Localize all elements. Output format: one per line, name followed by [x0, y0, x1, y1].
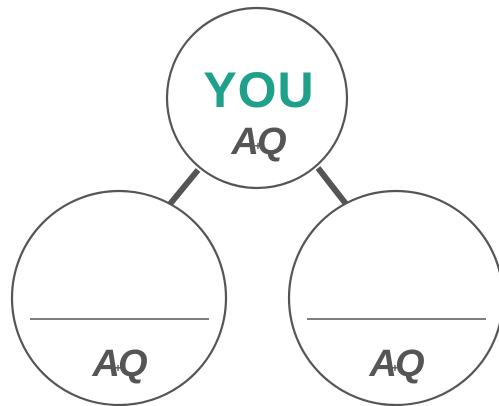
- aq-logo-text: AQ: [92, 343, 147, 385]
- right-node-circle: [287, 189, 499, 406]
- left-node-circle: [10, 189, 228, 406]
- top-node: YOU AQ +: [165, 6, 349, 190]
- connector-right: [315, 166, 349, 206]
- aq-logo-plus-icon: +: [114, 361, 121, 375]
- aq-logo-plus-icon: +: [391, 361, 398, 375]
- aq-logo-text: AQ: [231, 121, 286, 163]
- top-aq-logo: AQ +: [231, 121, 288, 163]
- aq-logo-plus-icon: +: [254, 139, 261, 153]
- left-aq-logo: AQ +: [92, 343, 149, 385]
- you-label: YOU: [203, 62, 314, 118]
- right-node: AQ +: [287, 189, 499, 406]
- right-aq-logo: AQ +: [369, 343, 426, 385]
- top-node-circle: [165, 6, 349, 190]
- left-node: AQ +: [10, 189, 228, 406]
- aq-logo-text: AQ: [369, 343, 424, 385]
- connector-left: [167, 168, 201, 206]
